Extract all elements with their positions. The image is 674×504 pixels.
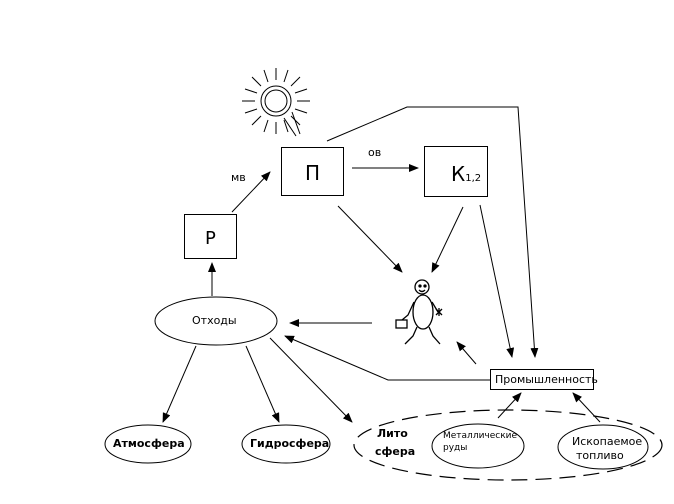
industry-box: Промышленность: [490, 369, 598, 390]
edge-producer-industry: [326, 106, 539, 358]
edge-producer-human: [337, 205, 403, 273]
edge-waste-hydrosphere: [245, 345, 280, 423]
reducer-box: Р: [184, 214, 237, 259]
sun-icon: [242, 68, 310, 137]
industry-label: Промышленность: [495, 373, 598, 386]
fuel-node: [557, 424, 649, 470]
edge-waste-lithosphere: [269, 337, 353, 423]
human-figure-icon: [395, 279, 443, 345]
edge-consumer-industry: [479, 204, 515, 358]
edge-ores-industry: [497, 392, 522, 419]
edge-consumer-human: [431, 206, 464, 273]
edge-label-mv: мв: [231, 171, 246, 184]
ores-label-line2: руды: [443, 443, 468, 453]
ores-node: [431, 423, 525, 469]
litho-label-line2: сфера: [375, 445, 416, 458]
reducer-label: Р: [205, 228, 216, 249]
atmosphere-node: [104, 424, 192, 464]
ores-label-line1: Металлические: [443, 431, 518, 441]
edge-label-ov: ов: [368, 146, 382, 159]
waste-label: Отходы: [192, 314, 237, 327]
producer-box: П: [281, 147, 344, 196]
hydrosphere-label: Гидросфера: [250, 437, 330, 450]
consumer-main-label: К: [451, 162, 466, 186]
edge-fuel-industry: [572, 392, 601, 423]
hydrosphere-node: [241, 424, 331, 464]
consumer-box: К1,2: [424, 146, 488, 197]
fuel-label-line1: Ископаемое: [572, 435, 643, 448]
atmosphere-label: Атмосфера: [113, 437, 185, 450]
edge-reducer-producer: [231, 171, 271, 213]
consumer-sub-label: 1,2: [465, 173, 482, 184]
litho-label-line1: Лито: [377, 427, 408, 440]
waste-node: [154, 296, 278, 346]
fuel-label-line2: топливо: [576, 449, 624, 462]
edge-waste-atmosphere: [162, 345, 197, 423]
edge-industry-human: [456, 341, 477, 365]
consumer-label: К1,2: [451, 162, 481, 186]
lithosphere-group: [353, 409, 663, 481]
edge-industry-waste: [284, 335, 490, 381]
producer-label: П: [305, 161, 321, 185]
